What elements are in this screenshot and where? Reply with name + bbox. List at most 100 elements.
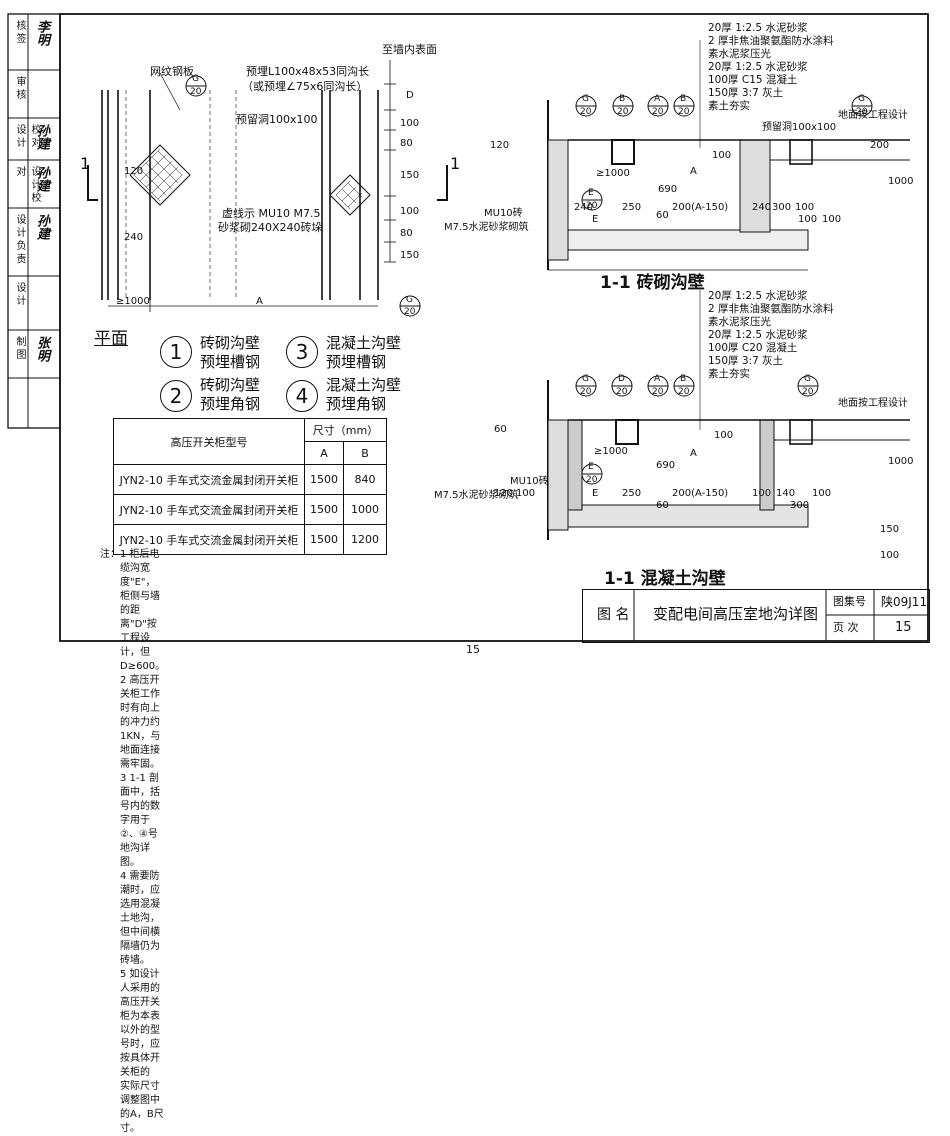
wall-note-2: M7.5水泥砂浆砌筑 — [444, 222, 529, 233]
note-item: 实际尺寸调整图中的A，B尺寸。 — [120, 1081, 164, 1134]
dim: 100 — [752, 488, 772, 499]
ground-note: 地面按工程设计 — [838, 110, 908, 121]
ref: 20 — [586, 201, 598, 211]
layer-item: 100厚 C20 混凝土 — [708, 342, 798, 354]
table-row: JYN2-10 手车式交流金属封闭开关柜 1500 1200 — [113, 524, 387, 555]
atlas-label: 图集号 — [833, 595, 866, 608]
ref: 20 — [652, 387, 664, 397]
header-a: A — [304, 441, 344, 465]
dim: 200(A-150) — [672, 202, 729, 213]
layer-list: 20厚 1:2.5 水泥砂浆 2 厚非焦油聚氨酯防水涂料 素水泥浆压光 20厚 … — [708, 22, 834, 113]
dim: 300 — [772, 202, 792, 213]
legend-num: 1 — [160, 336, 192, 368]
layer-item: 20厚 1:2.5 水泥砂浆 — [708, 329, 808, 341]
dim: ≥1000 — [594, 446, 628, 457]
dim: 690 — [656, 460, 676, 471]
dim: 100 — [822, 214, 842, 225]
layer-item: 素水泥浆压光 — [708, 316, 771, 328]
layer-item: 2 厚非焦油聚氨酯防水涂料 — [708, 35, 834, 47]
dim: A — [690, 166, 697, 177]
layer-item: 150厚 3:7 灰土 — [708, 87, 784, 99]
notes-head: 注： — [100, 549, 120, 560]
legend-item: 混凝土沟壁预埋角钢 — [326, 376, 401, 414]
legend-num: 2 — [160, 380, 192, 412]
ref: 20 — [856, 107, 868, 117]
pier-note-2: 砂浆砌240X240砖垛 — [218, 221, 323, 234]
side-label: 设 计 校 对 — [14, 166, 40, 203]
dim-bottom-left: ≥1000 — [116, 296, 150, 307]
title-block: 图 名 变配电间高压室地沟详图 图集号 陕09J11 页 次 15 — [582, 589, 930, 643]
ref: E — [588, 462, 594, 472]
side-cell: 校 对 设 计孙建 — [8, 120, 60, 160]
table-row: JYN2-10 手车式交流金属封闭开关柜 1500 840 — [113, 464, 387, 495]
cell-b: 840 — [343, 464, 387, 495]
note-item: 3 1-1 剖面中，括号内的数字用于②、④号地沟详图。 — [120, 773, 160, 868]
ref: B — [680, 374, 687, 384]
dim: 120 — [490, 140, 510, 151]
ref: 20 — [580, 387, 592, 397]
side-label: 制 图 — [14, 336, 25, 360]
side-cell: 制 图张明 — [8, 332, 60, 378]
dim-r5: 80 — [400, 228, 413, 239]
ref: 20 — [616, 387, 628, 397]
ref: 20 — [580, 107, 592, 117]
section-1-1-concrete — [547, 290, 910, 540]
dim-r3: 150 — [400, 170, 420, 181]
side-label: 设 计 负 责 — [14, 214, 25, 264]
ref: G — [804, 374, 811, 384]
note-item: 4 需要防潮时，应选用混凝土地沟，但中间横隔墙仍为砖墙。 — [120, 871, 160, 966]
ground-note: 地面按工程设计 — [838, 398, 908, 409]
layer-item: 素水泥浆压光 — [708, 48, 771, 60]
table-header-row: 高压开关柜型号 尺寸（mm） — [113, 418, 387, 465]
ref: 20 — [678, 107, 690, 117]
dim-r4: 100 — [400, 206, 420, 217]
dim: E — [592, 488, 599, 499]
legend-line: 砖砌沟壁 — [200, 334, 261, 352]
side-cell: 审 核 — [8, 72, 60, 118]
side-signature: 孙建 — [34, 124, 49, 150]
dim-d: D — [406, 90, 414, 101]
dim: 100 — [516, 488, 536, 499]
legend-line: 预埋角钢 — [326, 395, 387, 413]
side-signature: 张明 — [34, 336, 49, 362]
note-item: 1 柜后电缆沟宽度"E"，柜侧与墙的距离"D"按工程设计，但D≥600。 — [120, 549, 166, 672]
layer-item: 100厚 C15 混凝土 — [708, 74, 798, 86]
side-cell: 设 计 — [8, 278, 60, 330]
pier-note-1: 虚线示 MU10 M7.5 — [222, 207, 321, 220]
hole-label: 预留洞100x100 — [762, 122, 837, 133]
layer-item: 20厚 1:2.5 水泥砂浆 — [708, 22, 808, 34]
cell-model: JYN2-10 手车式交流金属封闭开关柜 — [113, 464, 305, 495]
dim: 240 — [574, 202, 594, 213]
dim-r1: 100 — [400, 118, 420, 129]
ref: 20 — [586, 475, 598, 485]
ref: G — [858, 94, 865, 104]
ref: B — [680, 94, 687, 104]
side-label: 校 对 设 计 — [14, 124, 40, 148]
cell-b: 1000 — [343, 494, 387, 525]
layer-item: 150厚 3:7 灰土 — [708, 355, 784, 367]
layer-item: 2 厚非焦油聚氨酯防水涂料 — [708, 303, 834, 315]
section-mark-left: 1 — [80, 154, 91, 173]
hole-label: 预留洞100x100 — [236, 113, 318, 126]
side-signature: 李明 — [34, 20, 49, 46]
angle-label-main: 预埋L100x48x53同沟长 — [246, 65, 370, 78]
plan-title: 平面 — [94, 329, 128, 349]
layer-item: 20厚 1:2.5 水泥砂浆 — [708, 61, 808, 73]
dim: 200(A-150) — [672, 488, 729, 499]
dim-l1: 120 — [124, 166, 144, 177]
note-item: 5 如设计人采用的高压开关柜为本表以外的型号时，应按具体开关柜的 — [120, 969, 160, 1078]
legend-line: 预埋角钢 — [200, 395, 261, 413]
dim-r2: 80 — [400, 138, 413, 149]
legend-item: 砖砌沟壁预埋角钢 — [200, 376, 260, 414]
dim: 120 — [494, 488, 514, 499]
legend-line: 预埋槽钢 — [200, 353, 261, 371]
side-signature: 孙建 — [34, 214, 49, 240]
cell-a: 1500 — [304, 494, 344, 525]
atlas-number: 陕09J11 — [881, 595, 928, 609]
cell-model: JYN2-10 手车式交流金属封闭开关柜 — [113, 524, 305, 555]
ref: 20 — [678, 387, 690, 397]
table-row: JYN2-10 手车式交流金属封闭开关柜 1500 1000 — [113, 494, 387, 525]
section-mark-right: 1 — [450, 154, 461, 173]
cell-b: 1200 — [343, 524, 387, 555]
dim: A — [690, 448, 697, 459]
